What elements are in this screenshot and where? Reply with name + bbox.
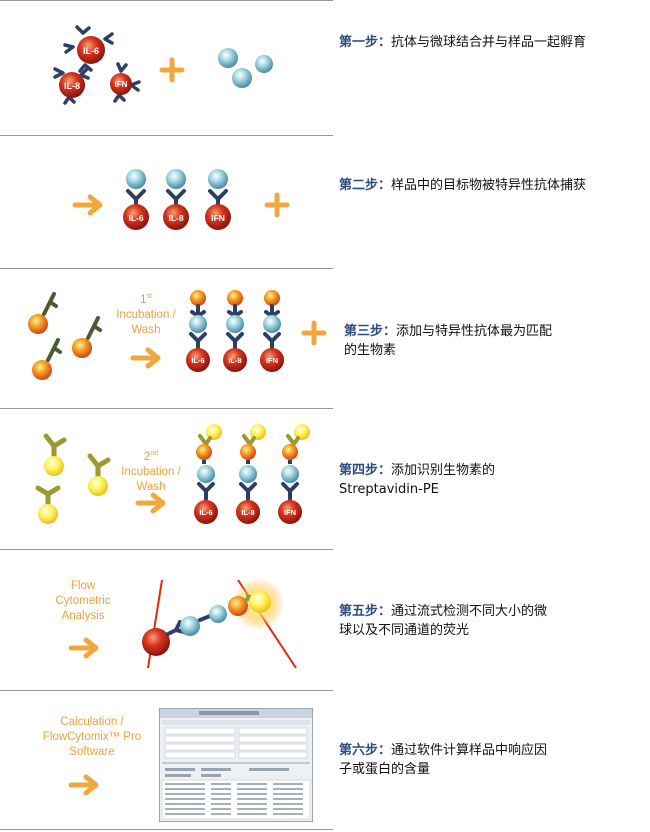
- step-3-text: 第三步：添加与特异性抗体最为匹配的生物素: [344, 322, 564, 360]
- step-5-desc: 通过流式检测不同大小的微球以及不同通道的荧光: [339, 604, 548, 638]
- antibody-bead-ifn: IFN: [110, 62, 141, 103]
- calculation-software-label: Calculation / FlowCytomix™ Pro Software: [42, 716, 142, 758]
- step-2-desc: 样品中的目标物被特异性抗体捕获: [391, 178, 587, 193]
- step-1-label: 第一步：: [339, 35, 392, 50]
- svg-text:IL-8: IL-8: [228, 356, 241, 365]
- captured-il6: IL-6: [123, 169, 149, 230]
- step-2-label: 第二步：: [339, 178, 392, 193]
- antibody-bead-il8: IL-8: [53, 67, 90, 105]
- bead-label-ifn: IFN: [115, 80, 128, 89]
- captured-il8: IL-8: [163, 169, 189, 230]
- step1-illustration: IL-6 IL-8 IFN: [53, 25, 141, 105]
- divider-6: [0, 829, 333, 830]
- step-1-desc: 抗体与微球结合并与样品一起孵育: [391, 35, 587, 50]
- divider-3: [0, 408, 333, 409]
- step-3-desc: 添加与特异性抗体最为匹配的生物素: [344, 324, 553, 358]
- arrow-icon: [135, 492, 166, 514]
- step4-illustration: IL-6 IL-8 IFN: [194, 424, 310, 524]
- bead-label-il6: IL-6: [83, 46, 99, 56]
- complex-il8: IL-8: [236, 424, 266, 524]
- step-5-label: 第五步：: [339, 604, 392, 619]
- sandwich-ifn: IFN: [260, 290, 284, 372]
- step-2-text: 第二步：样品中的目标物被特异性抗体捕获: [339, 176, 604, 195]
- divider-4: [0, 549, 333, 550]
- step-5-text: 第五步：通过流式检测不同大小的微球以及不同通道的荧光: [339, 602, 554, 640]
- analyte-molecules: [218, 48, 273, 88]
- divider-2: [0, 268, 333, 269]
- arrow-icon: [68, 774, 99, 796]
- svg-text:IFN: IFN: [266, 356, 278, 365]
- antibody-bead-il6: IL-6: [63, 25, 114, 73]
- step-1-text: 第一步：抗体与微球结合并与样品一起孵育: [339, 33, 639, 52]
- arrow-icon: [72, 194, 103, 216]
- flow-cytometry-illustration: [142, 578, 297, 669]
- streptavidin-pe: [35, 433, 111, 524]
- plus-icon: [159, 57, 185, 83]
- divider-top: [0, 0, 333, 1]
- arrow-icon: [68, 637, 99, 659]
- svg-text:IL-6: IL-6: [128, 213, 143, 223]
- bead-label-il8: IL-8: [64, 81, 80, 91]
- svg-text:IL-8: IL-8: [168, 213, 183, 223]
- step-4-label: 第四步：: [339, 463, 392, 478]
- arrow-icon: [130, 347, 161, 369]
- step-6-desc: 通过软件计算样品中响应因子或蛋白的含量: [339, 743, 548, 777]
- step2-illustration: IL-6 IL-8 IFN: [123, 169, 231, 230]
- complex-il6: IL-6: [194, 424, 222, 524]
- svg-text:IL-6: IL-6: [191, 356, 204, 365]
- captured-ifn: IFN: [205, 169, 231, 230]
- svg-text:IL-6: IL-6: [199, 508, 212, 517]
- flow-cytometric-label: Flow Cytometric Analysis: [55, 580, 111, 622]
- svg-text:IFN: IFN: [284, 508, 296, 517]
- plus-icon: [264, 192, 290, 218]
- svg-text:IL-8: IL-8: [241, 508, 254, 517]
- incubation-2-label: 2nd Incubation / Wash: [121, 450, 181, 493]
- step3-illustration: IL-6 IL-8 IFN: [186, 290, 284, 372]
- plus-icon: [301, 320, 327, 346]
- step-4-desc: 添加识别生物素的Streptavidin-PE: [339, 463, 496, 497]
- step-3-label: 第三步：: [344, 324, 397, 339]
- step-6-text: 第六步：通过软件计算样品中响应因子或蛋白的含量: [339, 741, 554, 779]
- step-6-label: 第六步：: [339, 743, 392, 758]
- incubation-1-label: 1st Incubation / Wash: [116, 293, 176, 336]
- step-4-text: 第四步：添加识别生物素的Streptavidin-PE: [339, 461, 559, 499]
- svg-text:IFN: IFN: [211, 213, 225, 223]
- divider-1: [0, 135, 333, 136]
- sandwich-il8: IL-8: [223, 290, 247, 372]
- software-screenshot-thumbnail: [159, 708, 313, 822]
- sandwich-il6: IL-6: [186, 290, 210, 372]
- biotin-antibodies: [28, 292, 102, 380]
- divider-5: [0, 690, 333, 691]
- complex-ifn: IFN: [278, 424, 310, 524]
